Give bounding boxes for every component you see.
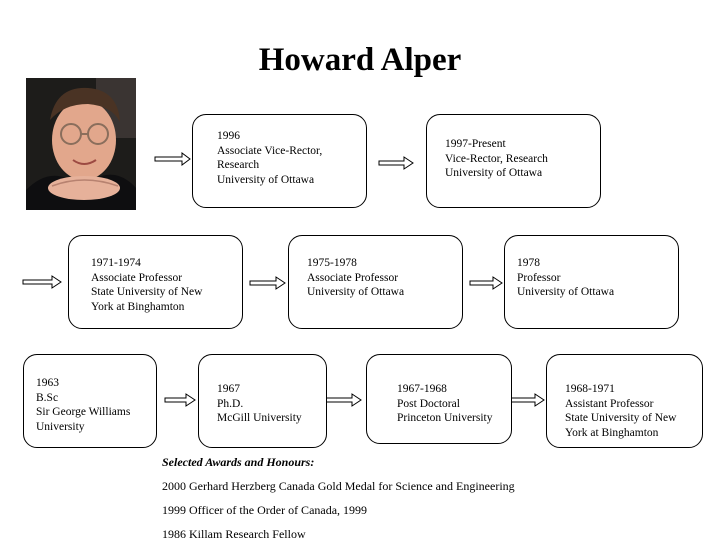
arrow-icon — [469, 276, 503, 290]
box-line: 1978 — [517, 257, 540, 269]
timeline-box-1996: 1996 Associate Vice-Rector, Research Uni… — [192, 114, 367, 208]
timeline-box-1975: 1975-1978 Associate Professor University… — [288, 235, 463, 329]
box-line: Associate Professor — [307, 271, 399, 284]
box-line: 1997-Present — [445, 138, 506, 150]
timeline-box-1997: 1997-Present Vice-Rector, Research Unive… — [426, 114, 601, 208]
awards-heading: Selected Awards and Honours: — [162, 455, 315, 469]
box-line: McGill University — [217, 412, 302, 424]
box-line: 1968-1971 — [565, 383, 615, 395]
box-line: 1996 — [217, 130, 240, 142]
award-item: 2000 Gerhard Herzberg Canada Gold Medal … — [162, 479, 515, 493]
award-item: 1986 Killam Research Fellow — [162, 527, 306, 541]
portrait-image — [26, 78, 136, 210]
box-line: 1967-1968 — [397, 383, 447, 395]
box-line: B.Sc — [36, 391, 59, 404]
timeline-box-1968: 1968-1971 Assistant Professor State Univ… — [546, 354, 703, 448]
arrow-icon — [164, 393, 196, 407]
box-line: State University of New — [91, 286, 203, 298]
award-item: 1999 Officer of the Order of Canada, 199… — [162, 503, 368, 517]
box-line: York at Binghamton — [91, 300, 185, 313]
portrait-photo — [26, 78, 136, 210]
box-line: Post Doctoral — [397, 397, 460, 410]
arrow-icon — [378, 156, 414, 170]
box-line: 1967 — [217, 383, 240, 395]
arrow-icon — [509, 393, 545, 407]
box-line: York at Binghamton — [565, 426, 659, 439]
timeline-box-1971: 1971-1974 Associate Professor State Univ… — [68, 235, 243, 329]
box-line: Professor — [517, 271, 561, 284]
box-line: Research — [217, 159, 260, 171]
arrow-icon — [154, 152, 191, 166]
box-line: University of Ottawa — [517, 286, 615, 298]
arrow-icon — [22, 275, 62, 289]
box-line: University — [36, 420, 85, 433]
arrow-icon — [324, 393, 362, 407]
box-line: State University of New — [565, 412, 677, 424]
box-line: Princeton University — [397, 412, 493, 424]
box-line: 1971-1974 — [91, 257, 141, 269]
timeline-box-1967-1968: 1967-1968 Post Doctoral Princeton Univer… — [366, 354, 512, 444]
timeline-box-1963: 1963 B.Sc Sir George Williams University — [23, 354, 157, 448]
box-line: Associate Vice-Rector, — [217, 144, 323, 157]
box-line: Vice-Rector, Research — [445, 152, 548, 165]
box-line: University of Ottawa — [445, 167, 543, 179]
box-line: 1975-1978 — [307, 257, 357, 269]
page-title: Howard Alper — [258, 42, 462, 78]
timeline-box-1967: 1967 Ph.D. McGill University — [198, 354, 327, 448]
box-line: 1963 — [36, 377, 59, 389]
box-line: Ph.D. — [217, 397, 244, 410]
box-line: Assistant Professor — [565, 397, 654, 410]
box-line: University of Ottawa — [217, 173, 315, 186]
box-line: Associate Professor — [91, 271, 183, 284]
timeline-box-1978: 1978 Professor University of Ottawa — [504, 235, 679, 329]
box-line: Sir George Williams — [36, 406, 131, 418]
arrow-icon — [249, 276, 286, 290]
box-line: University of Ottawa — [307, 286, 405, 298]
